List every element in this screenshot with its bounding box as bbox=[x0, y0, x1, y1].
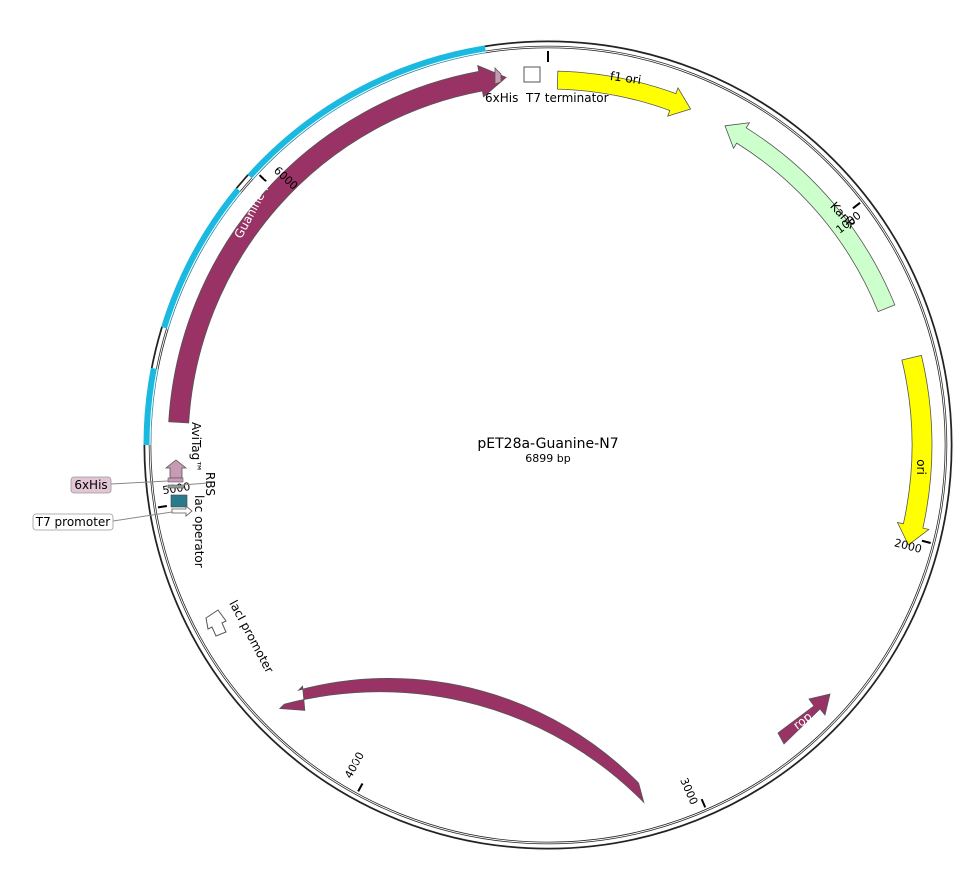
his-tag-left-box bbox=[70, 476, 112, 494]
ori-label: ori bbox=[914, 459, 928, 475]
highlight-stripe bbox=[149, 46, 947, 844]
his-tag-left-label: 6xHis bbox=[74, 478, 107, 492]
tick-label-3000: 3000 bbox=[677, 776, 700, 807]
avitag-arrow bbox=[164, 459, 188, 479]
guanine-n7-arrow bbox=[168, 64, 507, 424]
insert-highlight-arc-1 bbox=[143, 367, 159, 446]
lac-operator-shape bbox=[170, 494, 188, 508]
tick-mark-1000 bbox=[852, 202, 861, 210]
tick-mark-3000 bbox=[700, 798, 707, 808]
t7-promoter-box bbox=[32, 513, 114, 531]
his-tag-top-shape bbox=[494, 67, 502, 85]
tick-mark-4000 bbox=[357, 783, 364, 792]
ori-arrow bbox=[896, 354, 933, 546]
f1-ori-label: f1 ori bbox=[609, 69, 642, 87]
rbs-label: RBS bbox=[203, 472, 217, 496]
backbone-outer bbox=[142, 39, 954, 851]
insert-highlight-arc-3 bbox=[247, 44, 486, 180]
tick-mark-2000 bbox=[921, 539, 931, 544]
rbs-shape bbox=[167, 484, 185, 489]
feature-arrows bbox=[168, 64, 933, 804]
laci-promoter-label: lacI promoter bbox=[226, 598, 276, 676]
f1-ori-arrow bbox=[556, 70, 692, 117]
tick-mark-5000 bbox=[157, 505, 168, 509]
t7-terminator-label: T7 terminator bbox=[525, 91, 609, 105]
avitag-label: AviTag™ bbox=[189, 422, 203, 472]
laci-arrow bbox=[278, 677, 645, 804]
plasmid-length: 6899 bp bbox=[525, 452, 570, 465]
highlight-stripe bbox=[142, 39, 954, 851]
rbs-leader bbox=[181, 482, 209, 486]
insert-highlight-arc-2 bbox=[160, 187, 242, 329]
his-tag-top-label: 6xHis bbox=[485, 91, 518, 105]
laci-label: lacI bbox=[340, 747, 365, 769]
rop-arrow bbox=[777, 693, 831, 745]
t7-promoter-leader bbox=[112, 511, 173, 522]
tick-label-2000: 2000 bbox=[893, 536, 923, 556]
laci-promoter-shape bbox=[205, 609, 227, 637]
plasmid-name: pET28a-Guanine-N7 bbox=[477, 436, 618, 452]
t7-promoter-label: T7 promoter bbox=[35, 515, 111, 529]
tick-label-5000: 5000 bbox=[162, 480, 192, 497]
his-tag-left-leader bbox=[110, 480, 169, 485]
insert-highlight bbox=[142, 39, 954, 851]
lac-operator-label: lac operator bbox=[192, 495, 206, 568]
his-tag-left-shape bbox=[167, 477, 184, 483]
tick-mark-6000 bbox=[258, 174, 267, 183]
t7-promoter-shape bbox=[171, 505, 193, 517]
kanr-arrow bbox=[724, 122, 896, 313]
t7-terminator-box bbox=[523, 66, 541, 83]
